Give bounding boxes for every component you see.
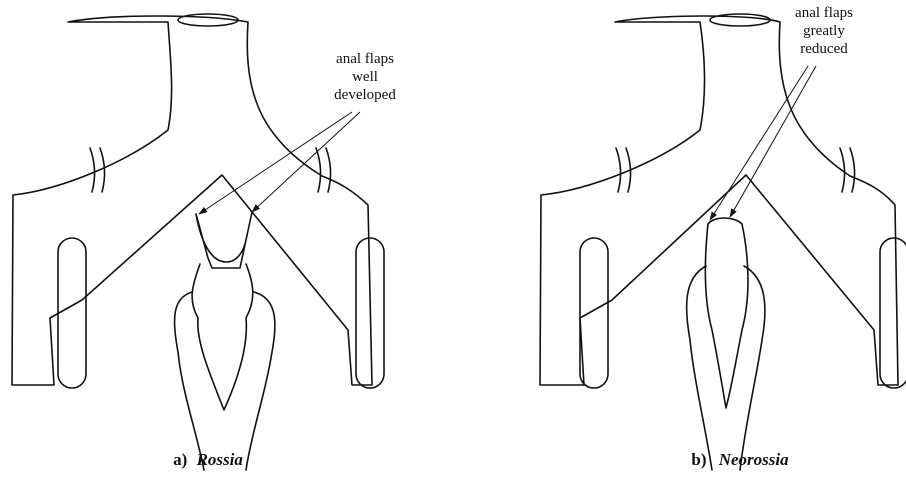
panel-b-caption: b) Neorossia: [691, 450, 789, 469]
panel-a-caption-genus: Rossia: [196, 450, 244, 469]
panel-b-anal-flaps: [708, 218, 742, 224]
panel-a-caption: a) Rossia: [173, 450, 243, 469]
panel-b-right-loop: [880, 238, 906, 388]
panel-b-funnel-opening: [710, 14, 770, 26]
panel-a-cut-mark-right: [316, 148, 331, 192]
panel-b-arrow-left: [710, 66, 808, 220]
panel-b-caption-genus: Neorossia: [718, 450, 789, 469]
panel-b-arrow-right: [730, 66, 816, 217]
panel-b-drawing: anal flaps greatly reduced b) Neorossia: [540, 5, 906, 470]
panel-a-rectum: [192, 264, 253, 410]
panel-a-drawing: anal flaps well developed a) Rossia: [12, 14, 396, 470]
panel-a-ink-sac: [175, 292, 275, 470]
panel-a-left-loop: [58, 238, 86, 388]
panel-b-annotation-line-1: anal flaps: [795, 5, 853, 21]
panel-b-left-loop: [580, 238, 608, 388]
panel-b-annotation-line-3: reduced: [800, 41, 848, 57]
panel-a-annotation-line-1: anal flaps: [336, 51, 394, 67]
panel-a-annotation-line-3: developed: [334, 87, 396, 103]
panel-b-ink-sac: [687, 266, 765, 470]
panel-a-annotation-line-2: well: [352, 69, 378, 85]
panel-b-funnel: [540, 16, 898, 385]
panel-b-annotation-line-2: greatly: [803, 23, 845, 39]
panel-b-caption-label: b): [691, 450, 706, 469]
panel-a-funnel: [12, 16, 372, 385]
panel-b-rectum: [705, 224, 748, 408]
panel-a-anal-flaps: [196, 212, 252, 268]
panel-a-caption-label: a): [173, 450, 187, 469]
